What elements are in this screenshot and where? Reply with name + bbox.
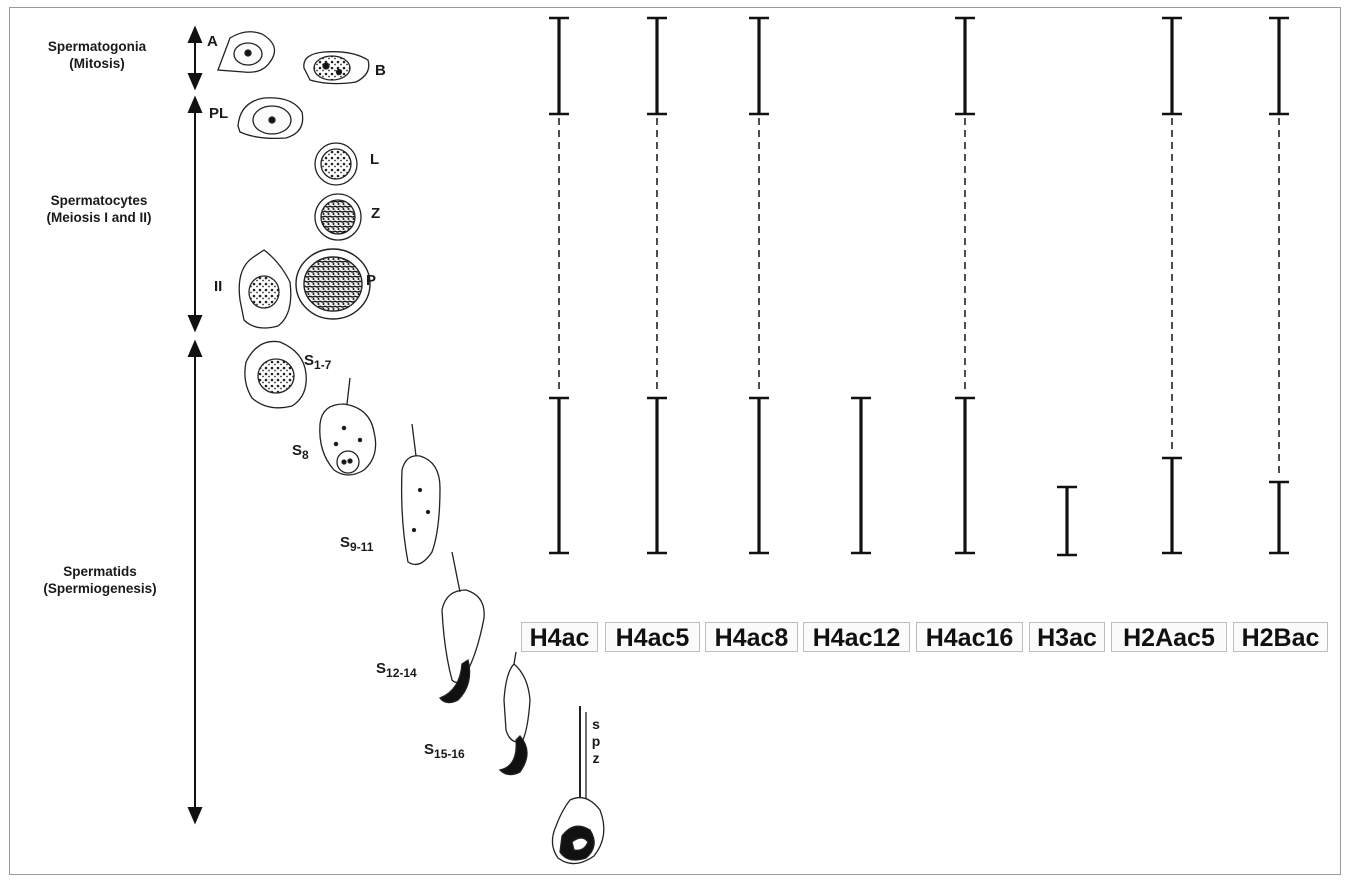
stage-label-s9-11: S9-11 [340,534,373,554]
cell-s12-14-drawing [440,552,484,703]
stage-sub: 15-16 [434,747,465,761]
cell-s1-7-drawing [245,341,306,407]
phase-label-spermatocytes: Spermatocytes (Meiosis I and II) [14,192,184,226]
stage-label-pl: PL [209,105,228,122]
cell-l-drawing [315,143,357,185]
marker-label-h4ac5: H4ac5 [605,622,700,652]
phase-name: Spermatids [20,563,180,580]
cell-p-drawing [296,249,370,319]
cell-s8-drawing [320,378,376,475]
spz-letter: p [589,733,603,750]
spermatocytes-arrow [189,98,201,330]
cell-a-drawing [218,32,275,73]
stage-sub: 1-7 [314,358,331,372]
phase-sub: (Spermiogenesis) [20,580,180,597]
stage-label-s12-14: S12-14 [376,660,417,680]
stage-sub: 12-14 [386,666,417,680]
marker-label-h2bac: H2Bac [1233,622,1328,652]
stage-label-b: B [375,62,386,79]
cell-pl-drawing [238,98,303,139]
spz-letter: s [589,716,603,733]
phase-label-spermatids: Spermatids (Spermiogenesis) [20,563,180,597]
cell-s9-11-drawing [402,424,440,564]
cell-ii-drawing [239,250,291,328]
stage-label-s8: S8 [292,442,309,462]
stage-main: S [424,741,434,758]
phase-sub: (Meiosis I and II) [14,209,184,226]
stage-label-z: Z [371,205,380,222]
phase-name: Spermatocytes [14,192,184,209]
cell-s15-16-drawing [500,652,530,775]
stage-label-spz: s p z [589,716,603,767]
stage-label-s15-16: S15-16 [424,741,465,761]
spermatids-arrow [189,342,201,822]
stage-sub: 8 [302,448,309,462]
stage-main: S [340,534,350,551]
spz-letter: z [589,750,603,767]
stage-label-a: A [207,33,218,50]
phase-sub: (Mitosis) [22,55,172,72]
marker-label-h4ac8: H4ac8 [705,622,798,652]
stage-label-ii: II [214,278,222,295]
cell-b-drawing [304,52,369,84]
stage-label-l: L [370,151,379,168]
stage-main: S [304,352,314,369]
marker-label-h4ac: H4ac [521,622,598,652]
phase-label-spermatogonia: Spermatogonia (Mitosis) [22,38,172,72]
marker-label-h3ac: H3ac [1029,622,1105,652]
marker-label-h4ac16: H4ac16 [916,622,1023,652]
stage-label-p: P [366,272,376,289]
marker-label-h4ac12: H4ac12 [803,622,910,652]
stage-main: S [376,660,386,677]
spermatogonia-arrow [189,28,201,88]
stage-label-s1-7: S1-7 [304,352,331,372]
stage-main: S [292,442,302,459]
stage-sub: 9-11 [350,540,373,554]
marker-label-h2aac5: H2Aac5 [1111,622,1227,652]
cell-z-drawing [315,194,361,240]
marker-bars [549,18,1289,555]
phase-name: Spermatogonia [22,38,172,55]
